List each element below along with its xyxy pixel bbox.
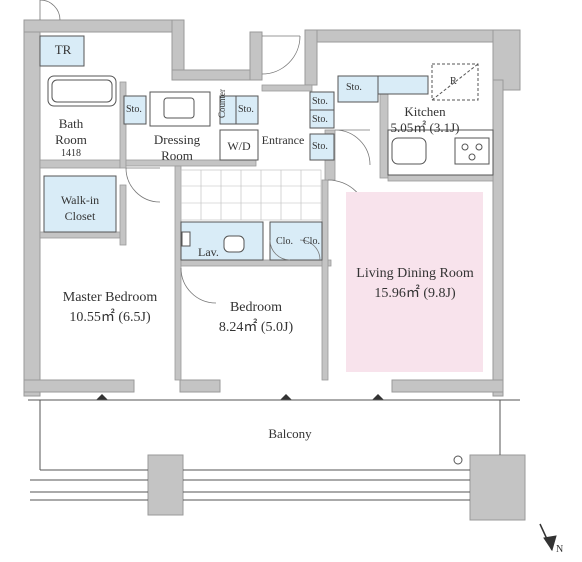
bath-fixtures	[47, 75, 259, 253]
master-bedroom-label: Master Bedroom 10.55㎡ (6.5J)	[62, 290, 158, 325]
sto-label-dressing: Sto.	[238, 104, 254, 115]
window-markers	[96, 394, 384, 400]
outer-walls	[23, 19, 526, 521]
bath-room-label: Bath Room 1418	[55, 116, 87, 159]
kitchen-fixtures	[387, 63, 494, 176]
storage-areas	[39, 35, 429, 261]
washer-dryer-box	[219, 129, 259, 161]
bedroom-label: Bedroom 8.24㎡ (5.0J)	[218, 300, 294, 335]
dressing-room-label: Dressing Room	[153, 132, 201, 163]
tr-box	[39, 35, 85, 67]
lav-box	[180, 221, 264, 261]
kitchen-upper-storage	[377, 75, 429, 95]
refrigerator-space	[431, 63, 479, 101]
walk-in-closet-label: Walk-in Closet	[60, 193, 100, 223]
lav-label: Lav.	[198, 245, 219, 259]
wd-label: W/D	[227, 139, 251, 153]
sto-bath	[123, 95, 147, 125]
sto-label-kitchen: Sto.	[346, 82, 362, 93]
sto-label-bath: Sto.	[126, 104, 142, 115]
closet-box	[269, 221, 323, 261]
closet-label-1: Clo.	[276, 236, 293, 247]
closet-label-2: Clo.	[303, 236, 320, 247]
tr-label: TR	[54, 42, 72, 57]
sto-label-entrance-2: Sto.	[312, 114, 328, 125]
kitchen-sink-icon	[391, 137, 427, 165]
compass-icon	[539, 523, 557, 552]
living-dining-room-label: Living Dining Room 15.96㎡ (9.8J)	[356, 266, 474, 301]
kitchen-label: Kitchen 5.05㎡ (3.1J)	[390, 104, 460, 135]
balcony-label: Balcony	[268, 426, 312, 441]
sto-entrance-2	[309, 109, 335, 129]
refrigerator-label: R	[450, 76, 457, 87]
entrance-label: Entrance	[261, 133, 305, 147]
walk-in-closet-box	[43, 175, 117, 233]
cooktop-icon	[454, 137, 490, 165]
lav-sink-icon	[223, 235, 245, 253]
sto-label-entrance-3: Sto.	[312, 141, 328, 152]
bathtub-icon	[47, 75, 117, 107]
counter-label: Counter	[217, 89, 227, 118]
north-label: N	[556, 544, 564, 555]
sto-dressing	[235, 95, 259, 125]
balcony-outline	[28, 399, 520, 501]
sto-label-entrance-1: Sto.	[312, 96, 328, 107]
living-dining-fill	[346, 192, 483, 372]
sto-entrance-3	[309, 133, 335, 161]
entrance-tiles	[180, 169, 322, 221]
